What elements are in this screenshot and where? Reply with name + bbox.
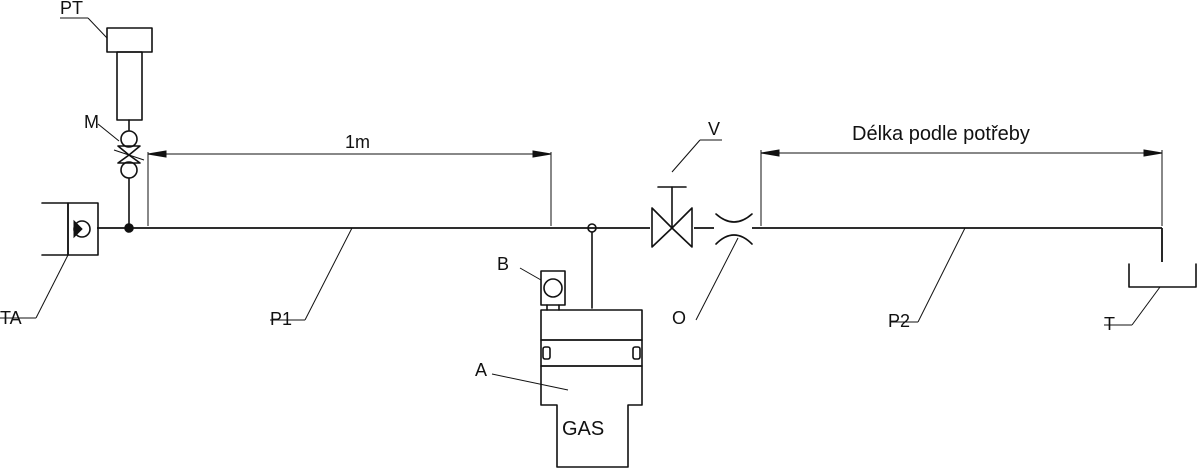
- dimension-label-variable: Délka podle potřeby: [852, 123, 1030, 145]
- label-o: O: [672, 308, 686, 328]
- label-v: V: [708, 119, 720, 139]
- label-b: B: [497, 254, 509, 274]
- label-p2: P2: [888, 311, 910, 331]
- dimension-variable-length: [760, 149, 1163, 226]
- pipe-p1-leader: [270, 227, 353, 321]
- dimension-1m: [147, 150, 552, 226]
- label-m: M: [84, 112, 99, 132]
- outlet-tank-t: [1104, 263, 1197, 326]
- valve-v: [651, 139, 722, 248]
- orifice-o: [695, 213, 753, 321]
- inlet-connector-ta: [0, 202, 99, 319]
- pipe-p2-leader: [890, 227, 966, 323]
- label-a: A: [475, 360, 487, 380]
- branch-tee: [587, 223, 597, 309]
- pressure-transmitter-pt: [60, 17, 153, 131]
- manometer-valve-m: [97, 123, 145, 233]
- cylinder-valve-b: [519, 267, 566, 311]
- label-p1: P1: [270, 309, 292, 329]
- gas-cylinder-a: [491, 309, 643, 468]
- label-ta: TA: [0, 308, 22, 328]
- label-gas: GAS: [562, 418, 604, 440]
- label-pt: PT: [60, 0, 83, 18]
- main-pipe: [97, 227, 1163, 262]
- label-t: T: [1104, 314, 1115, 334]
- dimension-label-1m: 1m: [345, 132, 370, 152]
